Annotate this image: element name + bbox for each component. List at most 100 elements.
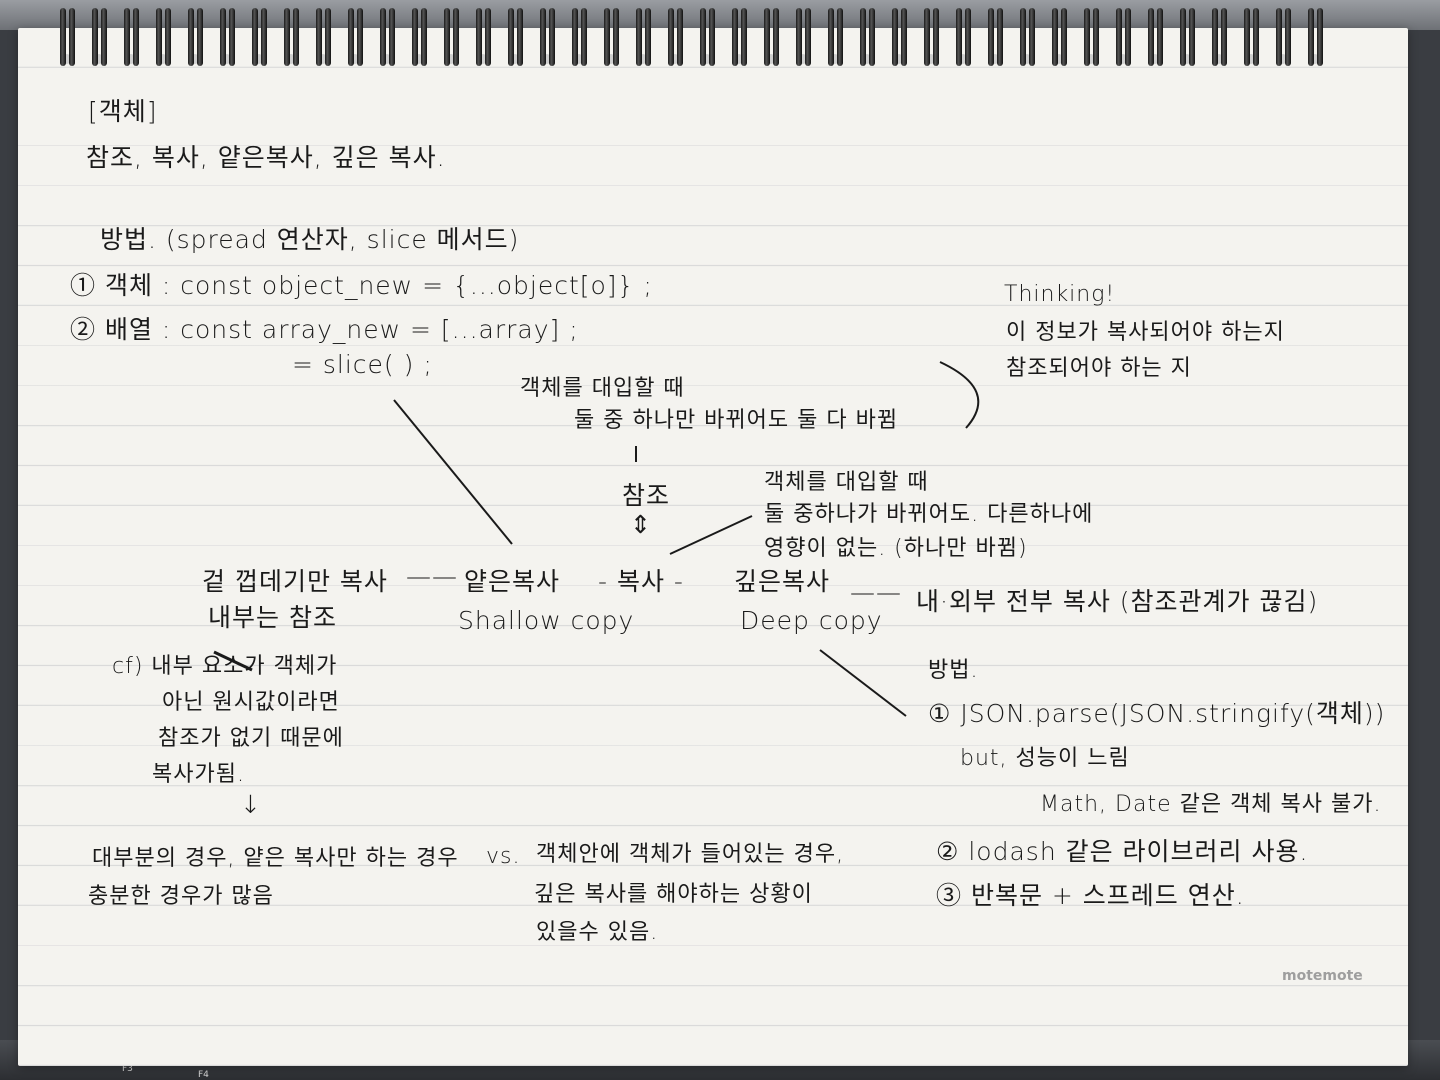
key-f4: F4: [198, 1070, 209, 1080]
spiral-ring: [1061, 8, 1067, 66]
shallow-desc-1: 겉 껍데기만 복사: [202, 567, 388, 596]
spiral-ring: [837, 8, 843, 66]
spiral-ring: [581, 8, 587, 66]
deep-copy-en: Deep copy: [740, 606, 883, 635]
binding-hole: [1087, 54, 1095, 64]
binding-hole: [1023, 54, 1031, 64]
shallow-copy-kr: 얕은복사: [464, 567, 561, 596]
spiral-ring: [1221, 8, 1227, 66]
spiral-ring: [1148, 8, 1154, 66]
spiral-ring: [293, 8, 299, 66]
copy-center: - 복사 -: [598, 567, 684, 596]
spiral-ring: [1020, 8, 1026, 66]
method-object: ① 객체 : const object_new = {...object[o]}…: [70, 271, 653, 300]
spiral-ring: [1253, 8, 1259, 66]
spiral-ring: [892, 8, 898, 66]
binding-hole: [735, 54, 743, 64]
spiral-ring: [668, 8, 674, 66]
spiral-ring: [325, 8, 331, 66]
spiral-ring: [357, 8, 363, 66]
spiral-ring: [933, 8, 939, 66]
spiral-ring: [1116, 8, 1122, 66]
reference-desc-1: 객체를 대입할 때: [520, 376, 685, 401]
binding-hole: [351, 54, 359, 64]
binding-hole: [1183, 54, 1191, 64]
spiral-ring: [677, 8, 683, 66]
binding-hole: [895, 54, 903, 64]
spiral-ring: [508, 8, 514, 66]
binding-hole: [703, 54, 711, 64]
binding-hole: [607, 54, 615, 64]
spiral-ring: [261, 8, 267, 66]
binding-hole: [447, 54, 455, 64]
spiral-ring: [389, 8, 395, 66]
binding-hole: [287, 54, 295, 64]
spiral-ring: [92, 8, 98, 66]
deep-method-1-note2: Math, Date 같은 객체 복사 불가.: [1040, 792, 1382, 817]
spiral-ring: [60, 8, 66, 66]
deep-method-heading: 방법.: [928, 658, 979, 683]
spiral-ring: [517, 8, 523, 66]
binding-hole: [1055, 54, 1063, 64]
shallow-desc-2: 내부는 참조: [208, 603, 337, 632]
spiral-ring: [645, 8, 651, 66]
binding-hole: [543, 54, 551, 64]
binding-hole: [415, 54, 423, 64]
spiral-ring: [773, 8, 779, 66]
spiral-ring: [1093, 8, 1099, 66]
spiral-ring: [924, 8, 930, 66]
spiral-ring: [1276, 8, 1282, 66]
spiral-ring: [156, 8, 162, 66]
spiral-ring: [380, 8, 386, 66]
spiral-ring: [220, 8, 226, 66]
deep-method-2: ② lodash 같은 라이브러리 사용.: [936, 837, 1309, 866]
vs-line-3: 있을수 있음.: [536, 920, 659, 945]
spiral-ring: [316, 8, 322, 66]
spiral-ring: [101, 8, 107, 66]
spiral-ring: [1084, 8, 1090, 66]
binding-hole: [511, 54, 519, 64]
spiral-ring: [636, 8, 642, 66]
reference-copy-arrow: ⇕: [630, 510, 652, 539]
binding-hole: [255, 54, 263, 64]
binding-hole: [1279, 54, 1287, 64]
spiral-ring: [133, 8, 139, 66]
spiral-ring: [613, 8, 619, 66]
method-heading: 방법. (spread 연산자, slice 메서드): [100, 225, 520, 254]
vs-line-1: 객체안에 객체가 들어있는 경우,: [536, 842, 845, 867]
spiral-binding: [60, 8, 1340, 72]
spiral-ring: [732, 8, 738, 66]
spiral-ring: [69, 8, 75, 66]
spiral-ring: [165, 8, 171, 66]
method-slice: = slice( ) ;: [292, 350, 433, 379]
deep-connector: ——: [850, 578, 902, 607]
vs-line-2: 깊은 복사를 해야하는 상황이: [534, 882, 813, 907]
spiral-ring: [540, 8, 546, 66]
spiral-ring: [860, 8, 866, 66]
thinking-heading: Thinking!: [1004, 282, 1116, 307]
summary-line-1: 대부분의 경우, 얕은 복사만 하는 경우: [92, 846, 459, 871]
spiral-ring: [412, 8, 418, 66]
spiral-ring: [956, 8, 962, 66]
key-f3: F3: [122, 1064, 133, 1074]
deep-copy-kr: 깊은복사: [734, 567, 831, 596]
binding-hole: [671, 54, 679, 64]
spiral-ring: [764, 8, 770, 66]
deep-desc: 내·외부 전부 복사 (참조관계가 끊김): [916, 587, 1319, 616]
spiral-ring: [1189, 8, 1195, 66]
method-array: ② 배열 : const array_new = [...array] ;: [70, 315, 579, 344]
binding-hole: [127, 54, 135, 64]
spiral-ring: [1052, 8, 1058, 66]
spiral-ring: [197, 8, 203, 66]
spiral-ring: [485, 8, 491, 66]
spiral-ring: [1125, 8, 1131, 66]
spiral-ring: [1308, 8, 1314, 66]
spiral-ring: [988, 8, 994, 66]
spiral-ring: [901, 8, 907, 66]
note-title: [객체]: [88, 97, 158, 126]
spiral-ring: [444, 8, 450, 66]
spiral-ring: [229, 8, 235, 66]
cf-line-1: cf) 내부 요소가 객체가: [112, 654, 338, 679]
spiral-ring: [252, 8, 258, 66]
